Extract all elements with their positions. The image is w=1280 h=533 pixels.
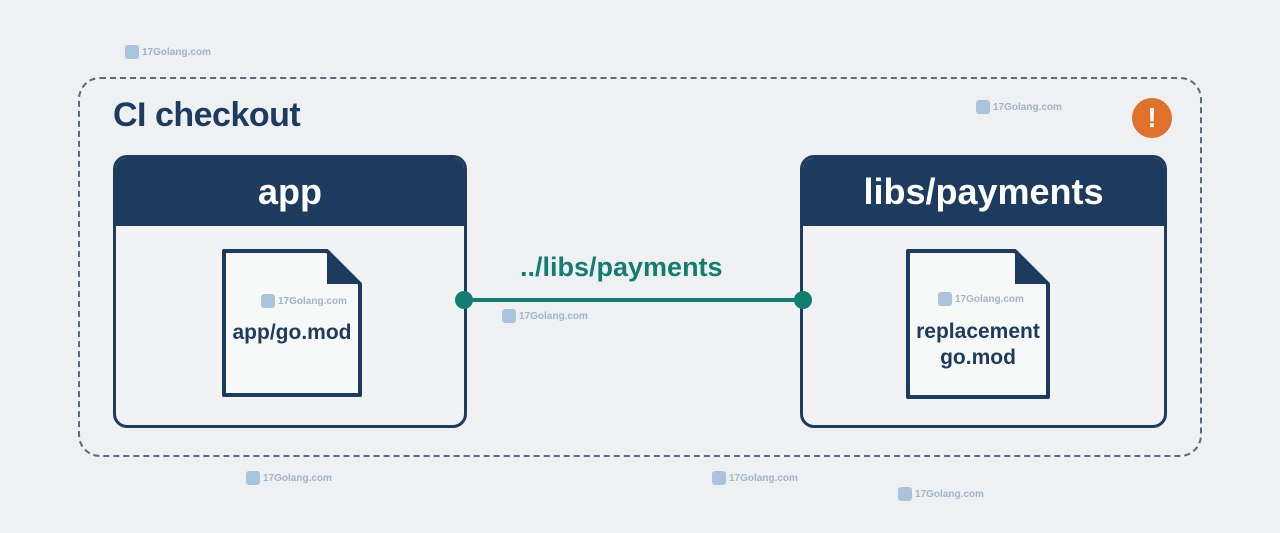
app-gomod-label: app/go.mod: [232, 321, 352, 344]
app-gomod-file: app/go.mod: [221, 248, 363, 398]
app-module-header: app: [116, 158, 464, 226]
watermark-logo: [938, 292, 952, 306]
replacement-gomod-label-line1: replacement: [916, 320, 1040, 343]
watermark-logo: [976, 100, 990, 114]
watermark-logo: [261, 294, 275, 308]
exclamation-icon: !: [1132, 98, 1172, 138]
watermark-logo: [246, 471, 260, 485]
connector-start-dot: [455, 291, 473, 309]
replacement-gomod-label-line2: go.mod: [940, 346, 1016, 369]
watermark: 17Golang.com: [246, 471, 332, 485]
watermark-logo: [712, 471, 726, 485]
watermark: 17Golang.com: [938, 292, 1024, 306]
file-icon: [222, 249, 362, 397]
watermark: 17Golang.com: [712, 471, 798, 485]
file-icon: [906, 249, 1050, 399]
watermark-logo: [125, 45, 139, 59]
replacement-gomod-file: replacement go.mod: [905, 248, 1050, 399]
watermark-logo: [898, 487, 912, 501]
ci-checkout-boundary: [78, 77, 1202, 457]
ci-checkout-title: CI checkout: [113, 96, 301, 134]
watermark: 17Golang.com: [502, 309, 588, 323]
watermark: 17Golang.com: [125, 45, 211, 59]
replace-connector: [455, 291, 812, 309]
watermark: 17Golang.com: [976, 100, 1062, 114]
replacement-gomod-label: replacement go.mod: [905, 319, 1051, 371]
libs-payments-module-header: libs/payments: [803, 158, 1164, 226]
replace-path-label: ../libs/payments: [520, 252, 723, 282]
connector-end-dot: [794, 291, 812, 309]
watermark: 17Golang.com: [898, 487, 984, 501]
watermark-logo: [502, 309, 516, 323]
watermark: 17Golang.com: [261, 294, 347, 308]
